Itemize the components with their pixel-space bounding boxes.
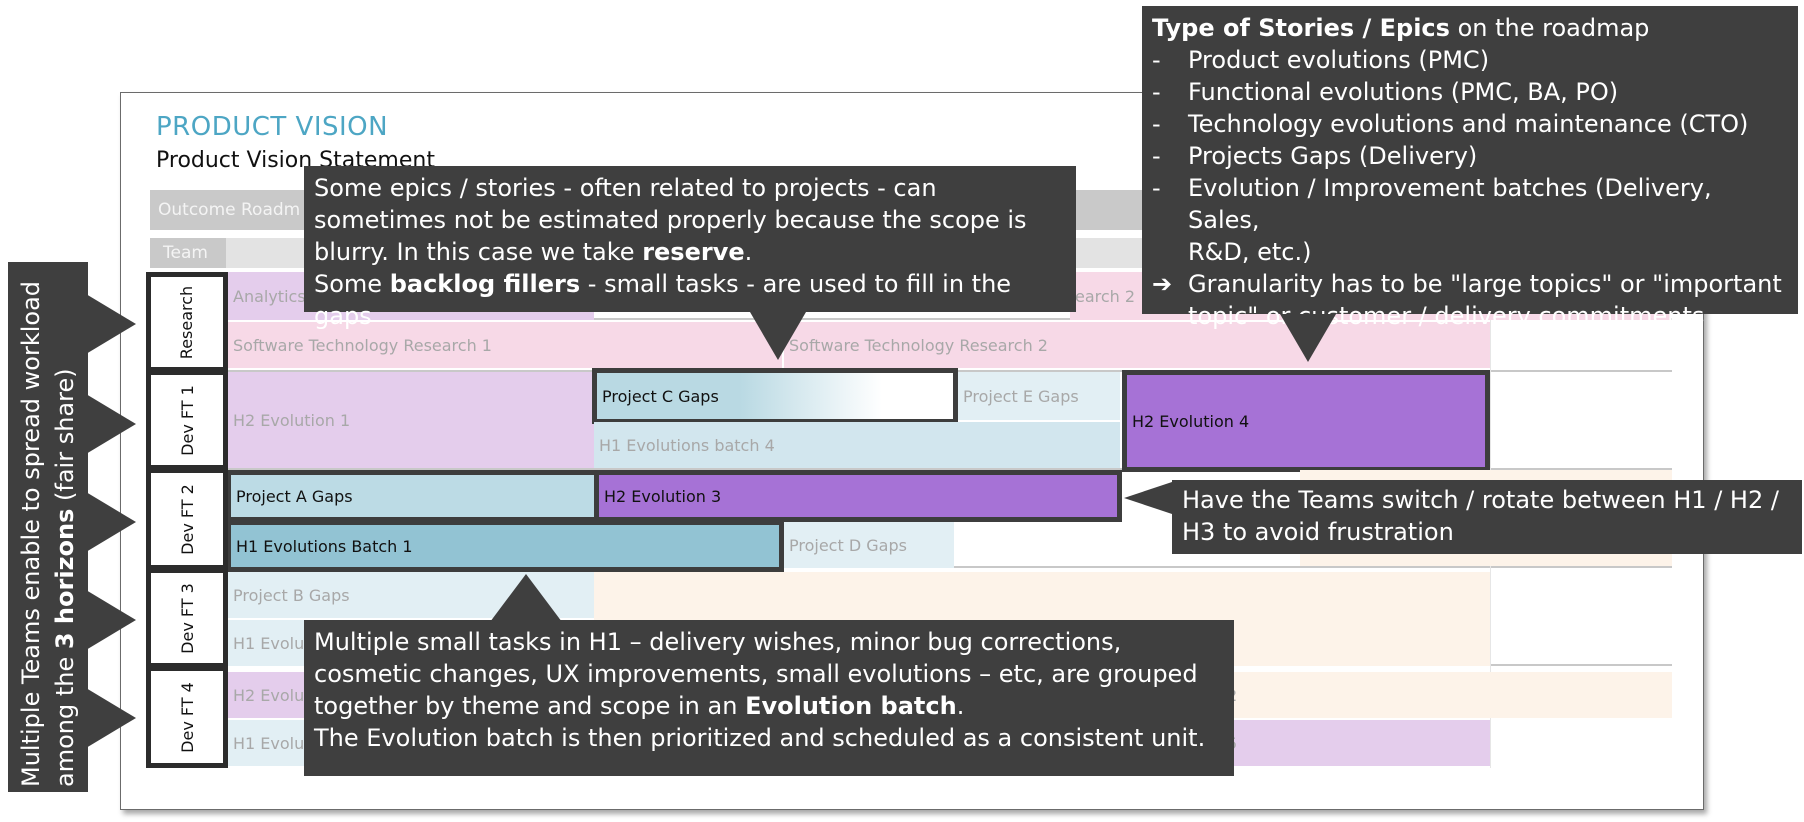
team-column-header: Team	[150, 238, 226, 268]
team-label-dev-ft-2: Dev FT 2	[146, 468, 228, 570]
list-item-text: Projects Gaps (Delivery)	[1188, 142, 1478, 170]
pointer-arrow	[86, 492, 136, 552]
callout-bold: backlog fillers	[389, 270, 581, 298]
callout-line: Multiple small tasks in H1 – delivery wi…	[314, 628, 1122, 656]
highlighted-roadmap-cell: Project A Gaps	[226, 470, 596, 522]
team-label-dev-ft-3: Dev FT 3	[146, 568, 228, 668]
callout-line: sometimes not be estimated properly beca…	[314, 206, 1027, 234]
callout-bold: reserve	[642, 238, 745, 266]
callout-line: The Evolution batch is then prioritized …	[314, 724, 1206, 752]
roadmap-cell: H1 Evolutions batch 4	[594, 422, 1120, 468]
right-arrow-icon: ➔	[1152, 270, 1173, 298]
callout-line: Some backlog fillers - small tasks - are…	[314, 268, 1066, 332]
team-header-label: Team	[163, 243, 208, 263]
callout-line: cosmetic changes, UX improvements, small…	[314, 660, 1198, 688]
roadmap-cell: Project E Gaps	[958, 372, 1120, 420]
rotation-callout: Have the Teams switch / rotate between H…	[1172, 480, 1802, 554]
page-title: PRODUCT VISION	[156, 112, 389, 142]
left-callout-line2: among the 3 horizons (fair share)	[48, 267, 82, 787]
list-item-text: R&D, etc.)	[1188, 238, 1312, 266]
left-callout-bold: 3 horizons	[51, 508, 79, 650]
reserve-callout: Some epics / stories - often related to …	[304, 166, 1076, 330]
pointer-arrow	[750, 312, 806, 360]
team-label-text: Dev FT 3	[177, 582, 197, 654]
pointer-arrow	[1280, 314, 1336, 362]
roadmap-cell: H2 Evolution 1	[228, 372, 594, 468]
list-item: R&D, etc.)	[1152, 236, 1788, 268]
evolution-batch-callout: Multiple small tasks in H1 – delivery wi…	[304, 620, 1234, 776]
list-item-text: Evolution / Improvement batches (Deliver…	[1188, 174, 1712, 234]
pointer-arrow	[86, 294, 136, 354]
team-label-research: Research	[146, 272, 228, 372]
callout-text-part: on the roadmap	[1449, 14, 1650, 42]
team-label-dev-ft-4: Dev FT 4	[146, 666, 228, 768]
callout-line: Some epics / stories - often related to …	[314, 174, 937, 202]
roadmap-cell: Project D Gaps	[784, 522, 954, 568]
roadmap-cell: 5	[1222, 720, 1490, 766]
list-item-text: Technology evolutions and maintenance (C…	[1188, 110, 1749, 138]
list-item: topic" or customer / delivery commitment…	[1152, 300, 1788, 332]
callout-text-part: .	[744, 238, 753, 266]
roadmap-cell: 2	[1222, 672, 1672, 718]
team-label-text: Research	[177, 285, 197, 359]
pointer-arrow	[86, 590, 136, 650]
header-row-label: Outcome Roadm	[158, 200, 301, 220]
list-item: -Product evolutions (PMC)	[1152, 46, 1490, 74]
callout-text-part: together by theme and scope in an	[314, 692, 746, 720]
story-types-callout: Type of Stories / Epics on the roadmap -…	[1142, 6, 1798, 330]
callout-line: H3 to avoid frustration	[1182, 518, 1454, 546]
callout-text-part: Some	[314, 270, 390, 298]
grid-line	[228, 468, 1672, 470]
roadmap-cell: Software Technology Research 1	[228, 322, 782, 368]
callout-text-part: blurry. In this case we take	[314, 238, 643, 266]
list-item: -Projects Gaps (Delivery)	[1152, 142, 1478, 170]
grid-line	[228, 318, 1672, 320]
list-item: -Evolution / Improvement batches (Delive…	[1152, 172, 1788, 236]
callout-text-part: - small tasks - are used to fill in the …	[314, 270, 1012, 330]
roadmap-cell: Software Technology Research 2	[784, 322, 1490, 368]
list-item-text: Product evolutions (PMC)	[1188, 46, 1490, 74]
list-item-text: Granularity has to be "large topics" or …	[1188, 270, 1782, 298]
pointer-arrow	[490, 574, 562, 622]
list-item-text: topic" or customer / delivery commitment…	[1188, 302, 1705, 330]
team-label-text: Dev FT 1	[177, 384, 197, 456]
list-item: -Technology evolutions and maintenance (…	[1152, 110, 1749, 138]
highlighted-roadmap-cell: H2 Evolution 4	[1122, 370, 1490, 472]
callout-bold: Type of Stories / Epics	[1152, 14, 1450, 42]
left-callout: Multiple Teams enable to spread workload…	[8, 262, 88, 792]
highlighted-roadmap-cell: Project C Gaps	[592, 368, 958, 424]
callout-text-part: .	[956, 692, 965, 720]
left-callout-text-part: among the	[51, 649, 79, 787]
callout-line: blurry. In this case we take reserve.	[314, 236, 1066, 268]
callout-line: Have the Teams switch / rotate between H…	[1182, 486, 1779, 514]
team-label-text: Dev FT 2	[177, 483, 197, 555]
highlighted-roadmap-cell: H2 Evolution 3	[594, 470, 1122, 522]
left-callout-text: Multiple Teams enable to spread workload…	[14, 267, 82, 787]
callout-bold: Evolution batch	[745, 692, 957, 720]
callout-title: Type of Stories / Epics on the roadmap	[1152, 12, 1788, 44]
team-label-text: Dev FT 4	[177, 681, 197, 753]
pointer-arrow	[1124, 482, 1172, 514]
team-label-dev-ft-1: Dev FT 1	[146, 370, 228, 470]
highlighted-roadmap-cell: H1 Evolutions Batch 1	[226, 520, 784, 572]
list-item-text: Functional evolutions (PMC, BA, PO)	[1188, 78, 1619, 106]
list-item: ➔ Granularity has to be "large topics" or…	[1152, 268, 1788, 300]
pointer-arrow	[86, 394, 136, 454]
pointer-arrow	[86, 688, 136, 748]
left-callout-text-part: (fair share)	[51, 368, 79, 509]
list-item: -Functional evolutions (PMC, BA, PO)	[1152, 78, 1619, 106]
left-callout-line1: Multiple Teams enable to spread workload	[17, 280, 45, 787]
callout-line: together by theme and scope in an Evolut…	[314, 690, 1224, 722]
